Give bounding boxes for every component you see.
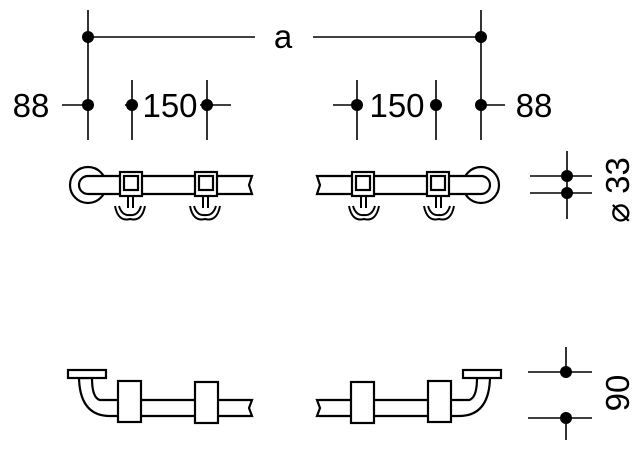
label-right-offset: 88 xyxy=(516,87,553,124)
dimension-left-offsets: 88 150 xyxy=(13,80,231,140)
label-a: a xyxy=(274,18,293,55)
front-view-left xyxy=(68,165,254,221)
dimension-total-length: a xyxy=(82,10,487,140)
front-view-right xyxy=(315,165,501,221)
side-view-right xyxy=(315,368,503,425)
label-left-offset: 88 xyxy=(13,87,50,124)
dimension-right-offsets: 150 88 xyxy=(333,80,552,140)
label-right-spacing: 150 xyxy=(369,87,424,124)
dimension-depth: 90 xyxy=(528,347,636,440)
label-depth: 90 xyxy=(599,375,636,412)
side-view-left xyxy=(66,368,254,425)
dimension-diameter: ⌀ 33 xyxy=(530,151,636,223)
label-left-spacing: 150 xyxy=(142,87,197,124)
label-diameter: ⌀ 33 xyxy=(599,157,636,223)
